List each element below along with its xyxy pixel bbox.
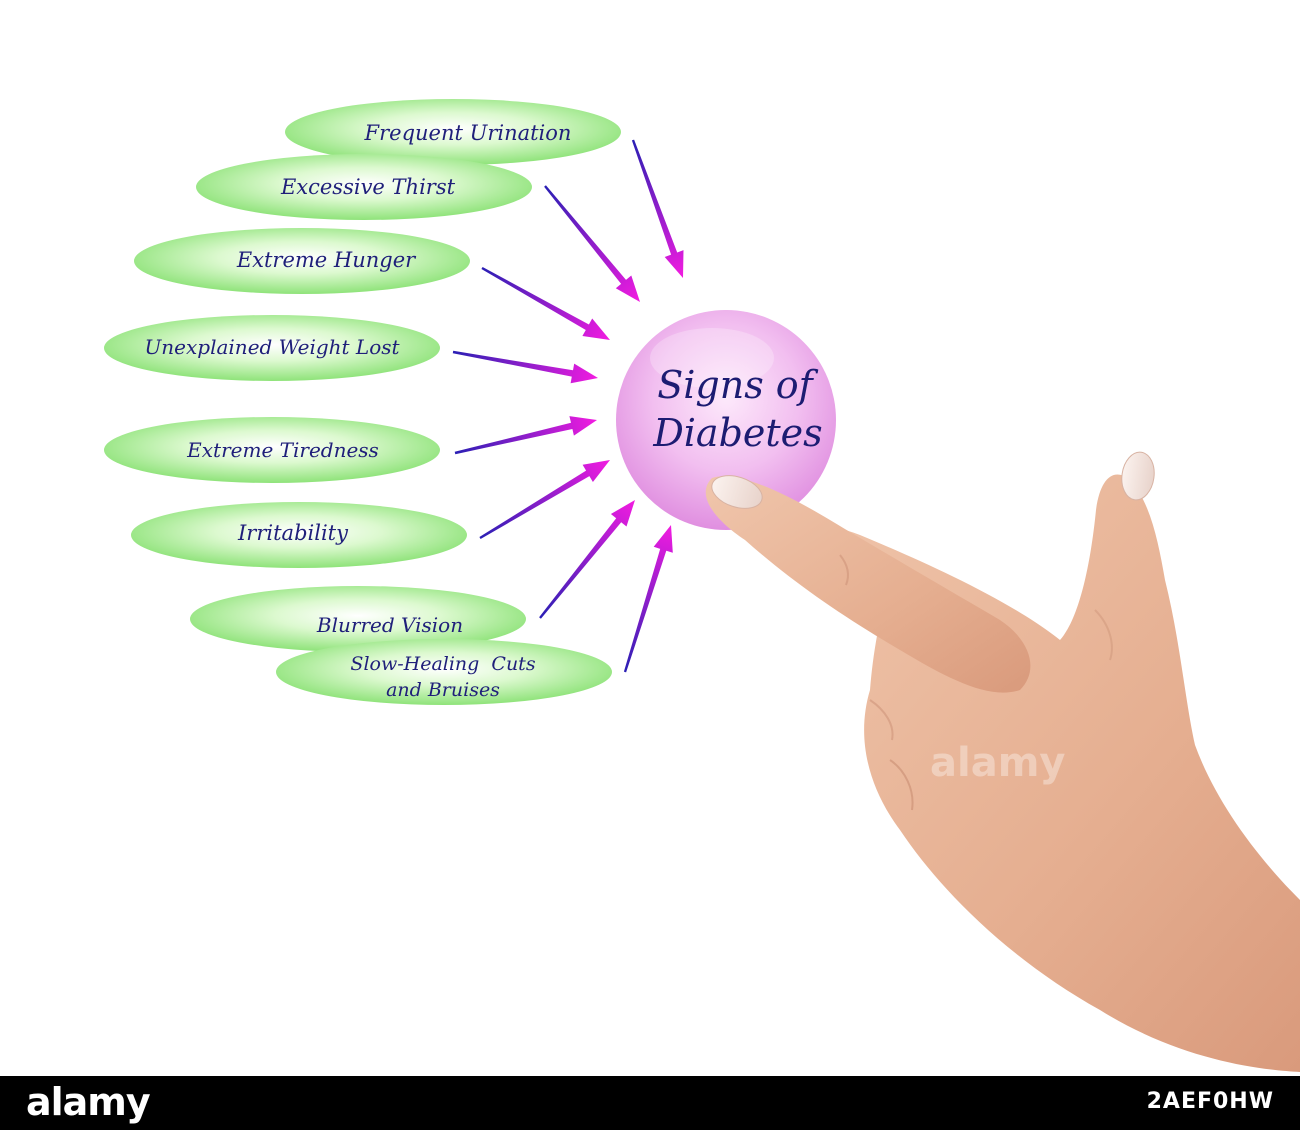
- arrow-3: [481, 267, 610, 340]
- sign-label: Unexplained Weight Lost: [144, 335, 400, 359]
- center-node-signs-of-diabetes: Signs of Diabetes: [616, 310, 836, 530]
- sign-label: Extreme Hunger: [236, 248, 417, 272]
- sign-label: Extreme Tiredness: [186, 438, 379, 462]
- arrow-1: [631, 139, 684, 278]
- footer-bar: alamy 2AEF0HW: [0, 1076, 1300, 1130]
- center-title-line1: Signs of: [657, 363, 818, 407]
- sign-unexplained-weight-lost: Unexplained Weight Lost: [104, 315, 440, 381]
- pointing-hand-image: [705, 451, 1300, 1072]
- arrow-2: [544, 185, 640, 302]
- sign-label-line1: Slow-Healing Cuts: [350, 653, 535, 675]
- sign-label-line2: and Bruises: [386, 679, 500, 701]
- image-id: 2AEF0HW: [1146, 1089, 1274, 1114]
- arrow-4: [452, 350, 598, 384]
- sign-irritability: Irritability: [131, 502, 467, 568]
- sign-label: Irritability: [237, 521, 349, 545]
- sign-extreme-tiredness: Extreme Tiredness: [104, 417, 440, 483]
- sign-label: Excessive Thirst: [280, 175, 456, 199]
- sign-extreme-hunger: Extreme Hunger: [134, 228, 470, 294]
- sign-frequent-urination: Frequent Urination: [285, 99, 621, 165]
- sign-excessive-thirst: Excessive Thirst: [196, 154, 532, 220]
- sign-label: Frequent Urination: [364, 121, 572, 145]
- arrow-7: [539, 500, 635, 619]
- arrow-6: [479, 460, 610, 539]
- arrow-5: [454, 416, 597, 455]
- watermark-text: alamy: [930, 740, 1065, 786]
- arrow-8: [623, 525, 673, 673]
- sign-slow-healing: Slow-Healing Cuts and Bruises: [276, 639, 612, 705]
- center-title-line2: Diabetes: [652, 411, 822, 455]
- diagram-canvas: Frequent Urination Excessive Thirst Extr…: [104, 99, 1300, 1072]
- arrow-group: [452, 139, 684, 673]
- alamy-logo: alamy: [26, 1080, 151, 1124]
- sign-label: Blurred Vision: [316, 613, 463, 637]
- sign-blurred-vision: Blurred Vision: [190, 586, 526, 652]
